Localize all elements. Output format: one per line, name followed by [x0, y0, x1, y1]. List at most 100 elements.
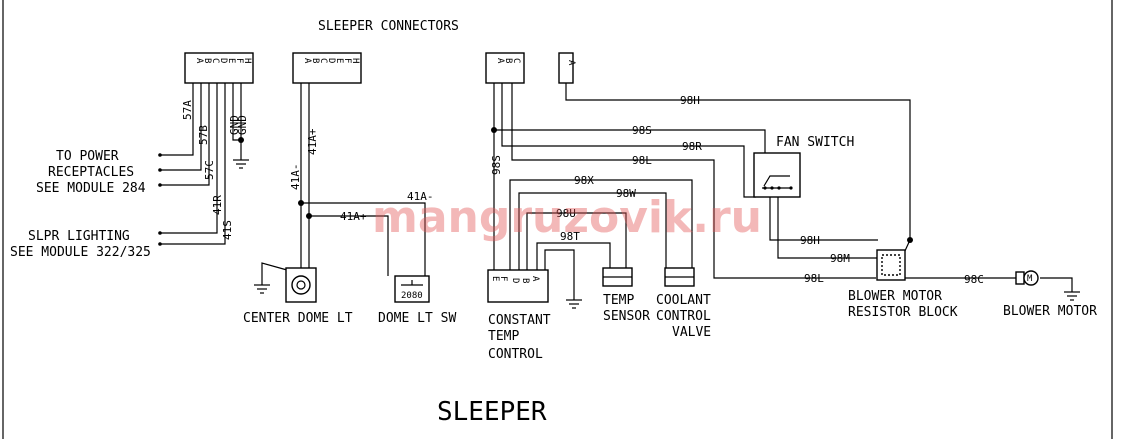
dome-light-switch: 2080 [394, 275, 430, 303]
ctc-pin-f: F [498, 276, 508, 281]
wire-label-41a-mid: 41A+ [340, 210, 367, 223]
wire-label-57b: 57B [197, 125, 210, 145]
lighting-label-2: SEE MODULE 322/325 [10, 245, 151, 260]
connector-3-body [485, 52, 525, 84]
blower-motor: M [1015, 270, 1039, 286]
wire-label-98l-top: 98L [632, 154, 652, 167]
fan-switch-body [753, 152, 801, 198]
coolant-label-3: VALVE [672, 325, 711, 340]
fan-switch-label: FAN SWITCH [776, 135, 854, 150]
constant-temp-control: E F D B A [487, 269, 549, 303]
coolant-control-valve [664, 267, 695, 287]
wire-label-98u: 98U [556, 207, 576, 220]
wire-motor-ground [1040, 277, 1073, 292]
wire-label-98r: 98R [682, 140, 702, 153]
center-dome-label: CENTER DOME LT [243, 311, 353, 326]
connector-4-body [558, 52, 574, 84]
wire-label-41a-minus: 41A- [289, 164, 302, 191]
wire-label-gnd-1: GND [228, 115, 241, 135]
hvac-wiring: 98H 98S 98S 98R 98L 98X 98W 98U 98T 98H … [490, 83, 1080, 309]
blower-res-label-1: BLOWER MOTOR [848, 289, 942, 304]
ctc-pin-a: A [530, 276, 540, 282]
connector-1-pin-e: E [226, 58, 236, 63]
wire-98w [518, 192, 667, 270]
connector-1-pin-d: D [218, 58, 228, 63]
wire-ctc-ground [544, 249, 575, 300]
connector-2-pin-f: F [342, 58, 352, 63]
wire-end-41r [158, 231, 162, 235]
connector-2-pin-d: D [326, 58, 336, 63]
switch-terminal-3 [777, 186, 781, 190]
wire-98h-top [565, 83, 911, 240]
motor-connector [1015, 271, 1025, 285]
connector-1-pin-a: A [194, 58, 204, 64]
wire-label-98s: 98S [632, 124, 652, 137]
wire-label-41s: 41S [221, 220, 234, 240]
connector-2-pin-b: B [310, 58, 320, 63]
wire-57b [160, 83, 202, 171]
power-label-3: SEE MODULE 284 [36, 181, 146, 196]
connector-3: A B C [485, 52, 525, 84]
wire-label-98w: 98W [616, 187, 636, 200]
connector-1-pin-h: H [242, 58, 252, 63]
wire-end-57c [158, 183, 162, 187]
watermark: mangruzovik.ru [372, 192, 762, 243]
switch-terminal-4 [789, 186, 793, 190]
wire-57c [160, 83, 210, 186]
wire-dome-ground [261, 262, 288, 285]
connector-4-pin-a: A [566, 60, 576, 66]
ctc-pin-e: E [490, 276, 500, 281]
connector-2-pin-a: A [302, 58, 312, 64]
connector-2-pin-h: H [350, 58, 360, 63]
wire-label-41a-top: 41A- [407, 190, 434, 203]
wire-98l-top [511, 83, 876, 279]
connector-1-pin-b: B [202, 58, 212, 63]
connector-1: A B C D E F H [184, 52, 254, 84]
blower-motor-label: BLOWER MOTOR [1003, 304, 1097, 319]
wire-41a-minus-to-sw [301, 202, 426, 276]
ctc-pin-b: B [520, 278, 530, 283]
diagram-title: SLEEPER CONNECTORS [318, 19, 459, 34]
wire-label-98l-low: 98L [804, 272, 824, 285]
wire-label-98x: 98X [574, 174, 594, 187]
wire-label-98h-top: 98H [680, 94, 700, 107]
ctc-label-1: CONSTANT [488, 313, 551, 328]
wire-label-41a-plus: 41A+ [306, 128, 319, 155]
wire-98u [526, 212, 627, 270]
connector-3-pin-a: A [495, 58, 505, 64]
coolant-label-1: COOLANT [656, 293, 711, 308]
junction-gnd [238, 137, 244, 143]
connector-2-pin-c: C [318, 58, 328, 63]
switch-terminal-1 [763, 186, 767, 190]
switch-terminal-2 [770, 186, 774, 190]
wire-label-98s-vertical: 98S [490, 155, 503, 175]
blower-res-label-2: RESISTOR BLOCK [848, 305, 958, 320]
center-dome-light [285, 267, 317, 303]
wire-label-98t: 98T [560, 230, 580, 243]
connector-3-pin-b: B [503, 58, 513, 63]
wire-98s [494, 129, 766, 153]
wire-end-41s [158, 242, 162, 246]
motor-symbol: M [1027, 274, 1033, 284]
wire-label-98c: 98C [964, 273, 984, 286]
connector-1-pin-c: C [210, 58, 220, 63]
lamp-filament-icon [296, 280, 306, 290]
wire-label-57a: 57A [181, 100, 194, 120]
connector-2: A B C D E F H [292, 52, 362, 84]
connector-1-body [184, 52, 254, 84]
ctc-label-3: CONTROL [488, 347, 543, 362]
junction-98h [907, 237, 913, 243]
wire-label-98h-low: 98H [800, 234, 820, 247]
wire-end-57a [158, 153, 162, 157]
temp-sensor [602, 267, 633, 287]
dome-light-wiring: 41A- 41A+ 41A- 41A+ [254, 83, 434, 294]
wire-98x [509, 179, 693, 270]
constant-temp-control-body [487, 269, 549, 303]
power-label-2: RECEPTACLES [48, 165, 134, 180]
connector-4: A [558, 52, 576, 84]
switch-arm-icon [763, 175, 790, 187]
wire-41r [160, 83, 218, 234]
wire-41s [160, 83, 226, 245]
